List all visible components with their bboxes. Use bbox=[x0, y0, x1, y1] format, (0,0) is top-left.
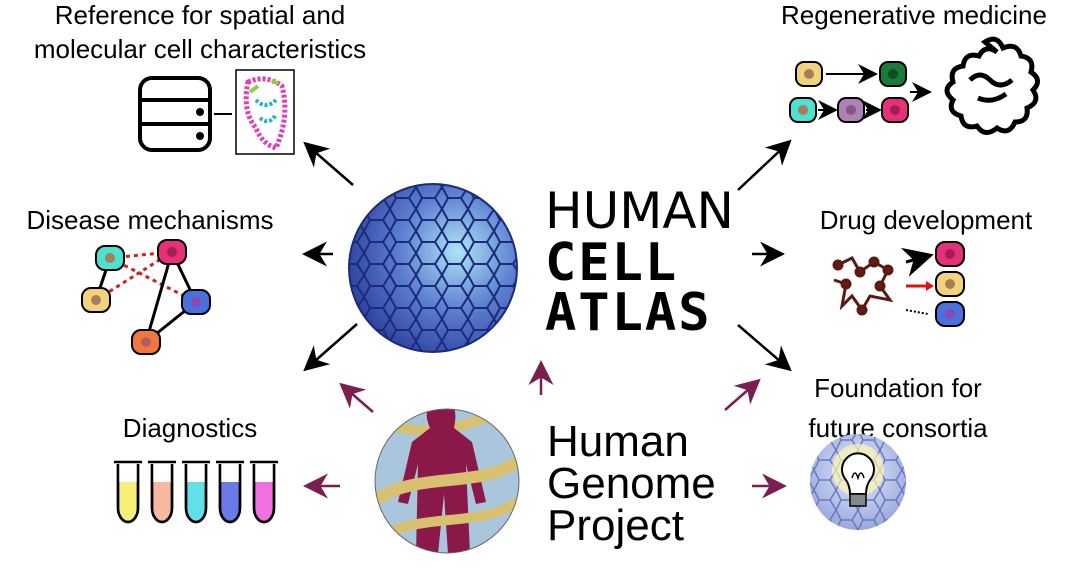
label-foundation-line2: future consortia bbox=[808, 413, 988, 443]
hgp-arrows bbox=[303, 360, 787, 499]
drug-target-cells-icon bbox=[900, 241, 965, 327]
tube-yellow bbox=[114, 460, 142, 524]
hgp-title-human: Human bbox=[547, 417, 689, 466]
hca-title-human: HUMAN bbox=[545, 182, 734, 240]
regenerative-cells-icon bbox=[789, 61, 932, 123]
hca-title-atlas: ATLAS bbox=[545, 283, 712, 343]
organoid-icon bbox=[944, 36, 1040, 135]
disease-network-icon bbox=[81, 239, 211, 355]
label-reference-line1: Reference for spatial and bbox=[55, 0, 346, 30]
tube-pink bbox=[250, 460, 278, 524]
arrow-to-reference bbox=[303, 141, 354, 186]
arrow-to-diagnostics bbox=[303, 323, 358, 372]
arrow-to-regenerative bbox=[737, 139, 792, 191]
tube-cyan bbox=[182, 460, 210, 524]
arrow-to-foundation bbox=[737, 324, 792, 372]
drug-molecule-icon bbox=[832, 256, 894, 316]
label-drug-development: Drug development bbox=[820, 205, 1033, 235]
tube-peach bbox=[148, 460, 176, 524]
hgp-human-dna-icon bbox=[375, 409, 519, 553]
label-foundation-line1: Foundation for bbox=[814, 373, 982, 403]
hca-cell-sphere-icon bbox=[348, 183, 518, 353]
hgp-circle-border bbox=[374, 408, 520, 554]
hgp-arrow-upright bbox=[724, 378, 761, 411]
heart-tissue-icon bbox=[235, 69, 295, 155]
test-tubes-icon bbox=[114, 460, 278, 524]
hgp-title-project: Project bbox=[547, 501, 684, 550]
hgp-arrow-upleft bbox=[339, 382, 374, 413]
hca-arrows bbox=[302, 139, 792, 372]
lightbulb-icon bbox=[810, 434, 906, 530]
label-reference-line2: molecular cell characteristics bbox=[34, 34, 366, 64]
label-diagnostics: Diagnostics bbox=[123, 413, 257, 443]
database-icon bbox=[138, 76, 212, 152]
hca-title-cell: CELL bbox=[545, 233, 678, 293]
label-regenerative-medicine: Regenerative medicine bbox=[781, 0, 1047, 30]
hgp-title-genome: Genome bbox=[547, 459, 716, 508]
label-disease-mechanisms: Disease mechanisms bbox=[26, 205, 273, 235]
tube-blue bbox=[216, 460, 244, 524]
